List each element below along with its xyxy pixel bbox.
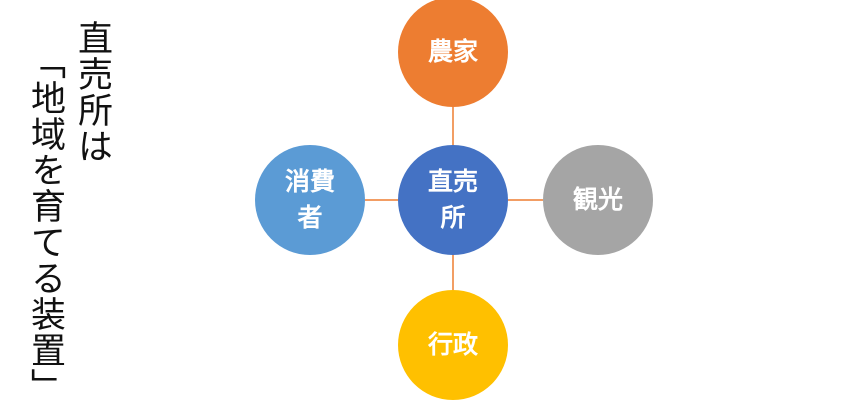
node-center: 直売所 <box>398 145 508 255</box>
node-top: 農家 <box>398 0 508 107</box>
node-left-label: 消費者 <box>284 167 335 232</box>
node-bottom: 行政 <box>398 290 508 400</box>
node-left: 消費者 <box>255 145 365 255</box>
node-center-label: 直売所 <box>427 167 478 232</box>
node-right: 観光 <box>543 145 653 255</box>
node-bottom-label: 行政 <box>427 330 478 359</box>
node-top-label: 農家 <box>427 37 478 66</box>
title-line-2: 「地域を育てる装置」 <box>25 44 65 404</box>
node-right-label: 観光 <box>572 185 623 214</box>
title-line-1: 直売所は <box>72 20 112 164</box>
